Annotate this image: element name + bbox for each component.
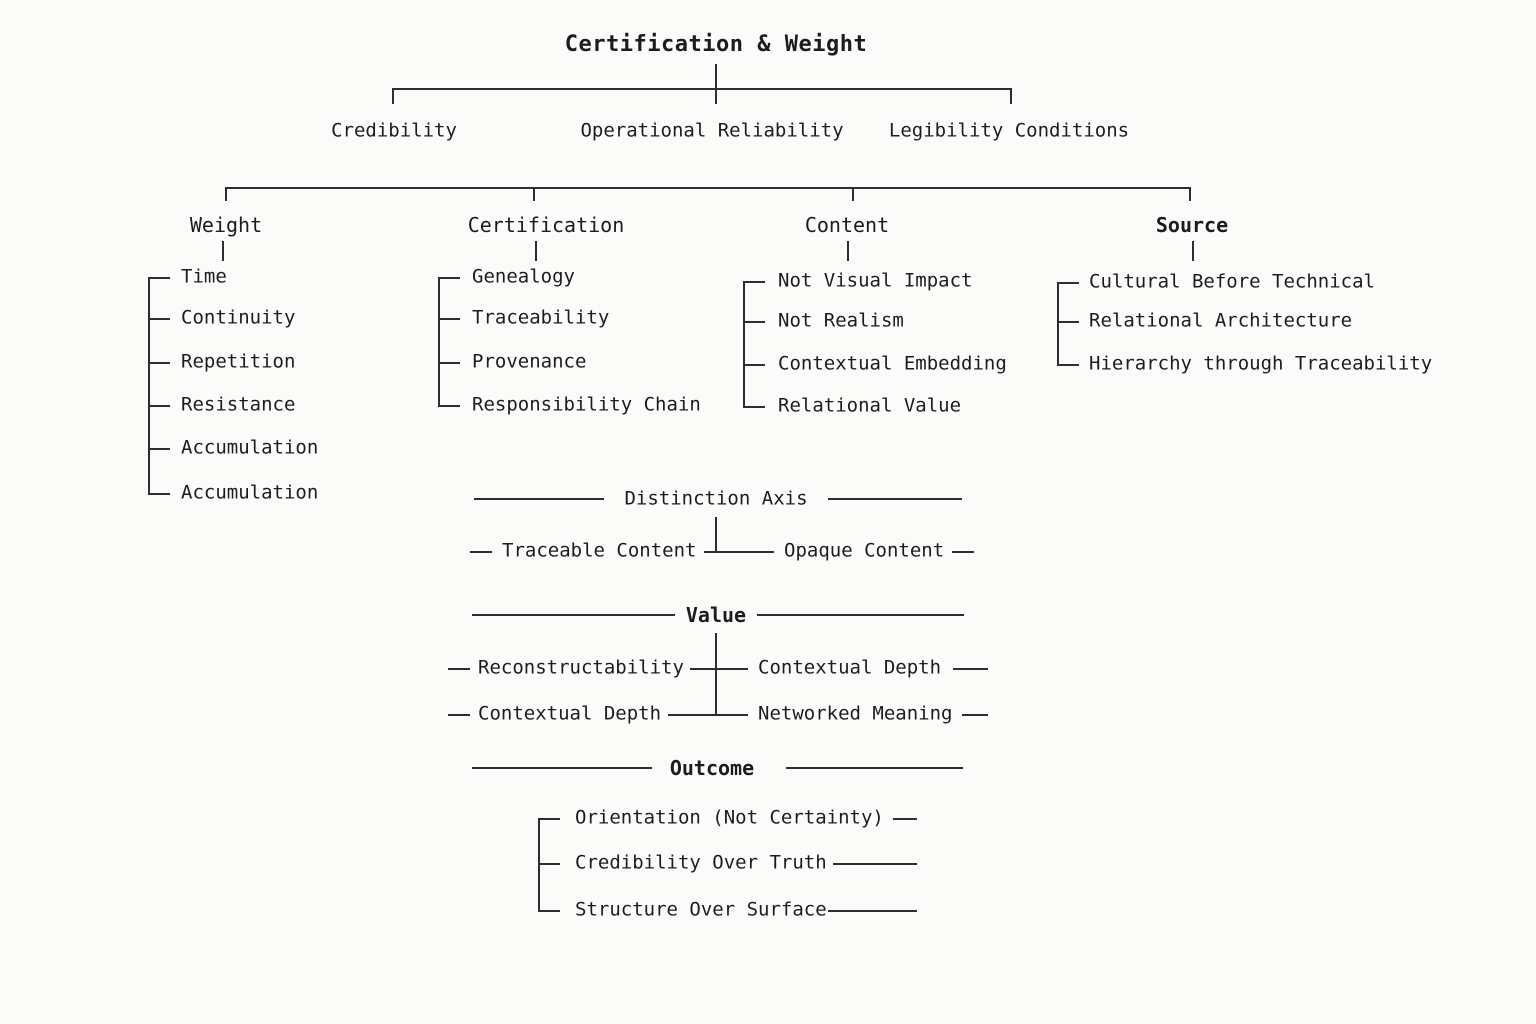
axis-title: Distinction Axis	[624, 487, 808, 510]
leaf-relational-value: Relational Value	[778, 394, 962, 417]
axis-left-label: Traceable Content	[502, 539, 697, 562]
diagram-title: Certification & Weight	[564, 32, 868, 57]
content-tick-3	[743, 364, 765, 366]
certification-tick-2	[438, 318, 460, 320]
node-operational-reliability: Operational Reliability	[580, 119, 844, 142]
level2-tick-source	[1189, 187, 1191, 201]
weight-tick-4	[148, 405, 170, 407]
source-tick-2	[1057, 321, 1079, 323]
source-tick-1	[1057, 282, 1079, 284]
leaf-responsibility-chain: Responsibility Chain	[472, 393, 701, 416]
source-bracket	[1057, 282, 1059, 364]
source-tick-3	[1057, 364, 1079, 366]
outcome-title: Outcome	[669, 756, 755, 780]
value-row2-lead-dash	[448, 714, 470, 716]
leaf-orientation-not-certainty: Orientation (Not Certainty)	[575, 806, 884, 829]
weight-subtick	[222, 241, 224, 261]
level1-bracket-tick-left	[392, 88, 394, 104]
leaf-relational-architecture: Relational Architecture	[1089, 309, 1353, 332]
weight-tick-1	[148, 277, 170, 279]
leaf-repetition: Repetition	[181, 350, 296, 373]
level2-tick-content	[852, 187, 854, 201]
leaf-traceability: Traceability	[472, 306, 610, 329]
leaf-resistance: Resistance	[181, 393, 296, 416]
leaf-cultural-before-technical: Cultural Before Technical	[1089, 270, 1375, 293]
certification-tick-4	[438, 405, 460, 407]
value-title: Value	[685, 603, 747, 627]
axis-mid-line	[704, 551, 774, 553]
level2-tick-weight	[225, 187, 227, 201]
outcome-tick-1	[538, 818, 560, 820]
axis-rule-right	[828, 498, 962, 500]
value-row2-left-label: Contextual Depth	[478, 702, 662, 725]
outcome-trail-2	[833, 863, 917, 865]
level2-bracket	[225, 187, 1190, 189]
value-row2-trail-dash	[962, 714, 988, 716]
value-connector	[715, 633, 717, 714]
leaf-time: Time	[181, 265, 227, 288]
header-content: Content	[804, 213, 890, 237]
header-weight: Weight	[189, 213, 263, 237]
value-row2-right-label: Networked Meaning	[758, 702, 953, 725]
weight-tick-3	[148, 362, 170, 364]
leaf-not-realism: Not Realism	[778, 309, 904, 332]
level1-bracket	[392, 88, 1011, 90]
leaf-hierarchy-through-traceability: Hierarchy through Traceability	[1089, 352, 1433, 375]
outcome-tick-2	[538, 863, 560, 865]
value-rule-left	[472, 614, 675, 616]
header-source: Source	[1155, 213, 1229, 237]
leaf-accumulation-1: Accumulation	[181, 436, 319, 459]
value-row1-left-label: Reconstructability	[478, 656, 684, 679]
content-tick-1	[743, 281, 765, 283]
outcome-rule-left	[472, 767, 652, 769]
axis-right-trail-dash	[952, 551, 974, 553]
certification-tick-3	[438, 362, 460, 364]
level1-bracket-tick-right	[1010, 88, 1012, 104]
outcome-rule-right	[786, 767, 963, 769]
certification-subtick	[535, 241, 537, 261]
root-connector	[715, 64, 717, 104]
leaf-structure-over-surface: Structure Over Surface	[575, 898, 827, 921]
value-row1-mid-line	[690, 668, 748, 670]
value-row1-lead-dash	[448, 668, 470, 670]
leaf-not-visual-impact: Not Visual Impact	[778, 269, 973, 292]
source-subtick	[1192, 241, 1194, 261]
axis-connector	[715, 517, 717, 552]
outcome-tick-3	[538, 910, 560, 912]
leaf-genealogy: Genealogy	[472, 265, 575, 288]
axis-left-lead-dash	[470, 551, 492, 553]
node-credibility: Credibility	[331, 119, 457, 142]
value-row2-mid-line	[668, 714, 748, 716]
value-row1-trail-dash	[953, 668, 988, 670]
content-tick-2	[743, 321, 765, 323]
leaf-accumulation-2: Accumulation	[181, 481, 319, 504]
axis-rule-left	[474, 498, 604, 500]
outcome-trail-3	[828, 910, 917, 912]
content-bracket	[743, 281, 745, 406]
node-legibility-conditions: Legibility Conditions	[888, 119, 1130, 142]
header-certification: Certification	[467, 213, 625, 237]
level2-tick-certification	[533, 187, 535, 201]
content-subtick	[847, 241, 849, 261]
weight-tick-6	[148, 493, 170, 495]
weight-tick-5	[148, 448, 170, 450]
certification-tick-1	[438, 277, 460, 279]
outcome-trail-1	[893, 818, 917, 820]
value-row1-right-label: Contextual Depth	[758, 656, 942, 679]
leaf-continuity: Continuity	[181, 306, 296, 329]
weight-bracket	[148, 277, 150, 493]
content-tick-4	[743, 406, 765, 408]
leaf-provenance: Provenance	[472, 350, 587, 373]
leaf-contextual-embedding: Contextual Embedding	[778, 352, 1007, 375]
axis-right-label: Opaque Content	[784, 539, 945, 562]
certification-bracket	[438, 277, 440, 405]
weight-tick-2	[148, 318, 170, 320]
value-rule-right	[757, 614, 964, 616]
leaf-credibility-over-truth: Credibility Over Truth	[575, 851, 827, 874]
